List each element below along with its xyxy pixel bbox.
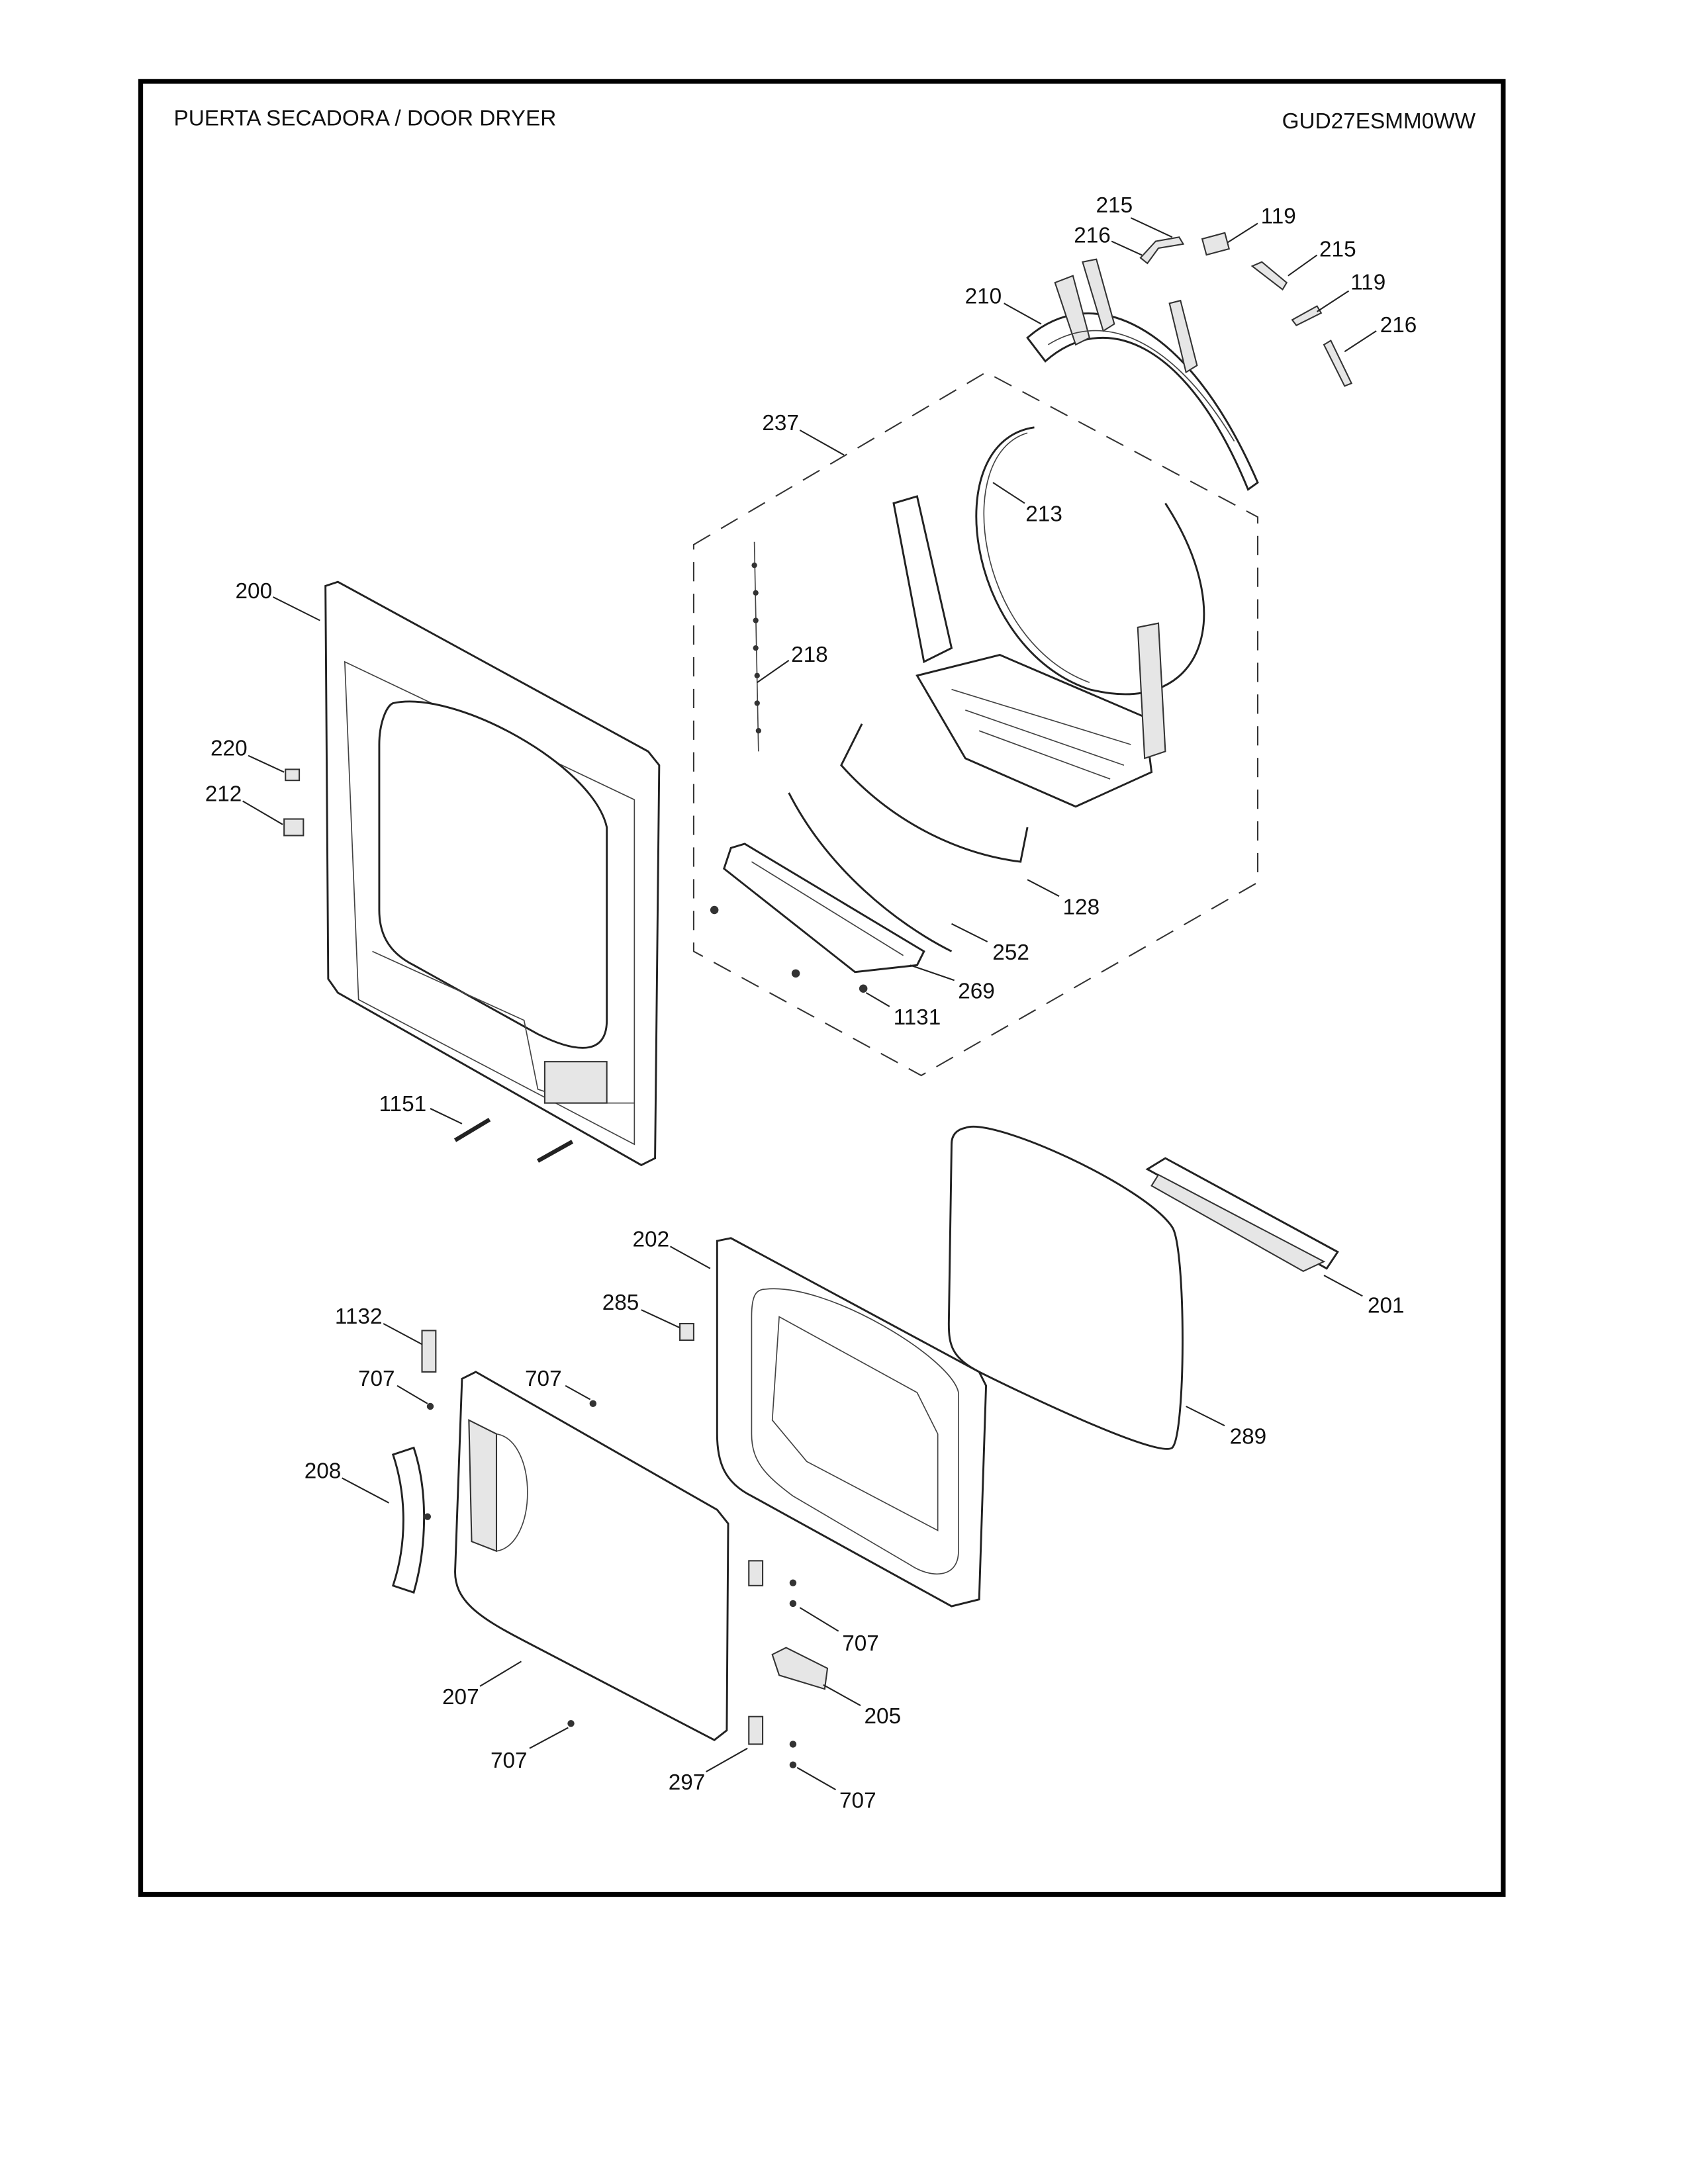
part-213-seal-ring [975,426,1205,696]
callout-215: 215 [1319,238,1356,262]
part-207-outer-door [454,1371,729,1741]
part-289-door-gasket [947,1126,1184,1450]
callout-220: 220 [211,737,248,761]
diagram-frame [138,79,1506,1897]
part-1132-label [421,1330,437,1373]
part-128-wire-bracket [840,723,1029,863]
parts-297-hinges [748,1560,764,1745]
callout-216: 216 [1380,313,1417,338]
callout-202: 202 [633,1227,670,1251]
callout-1151: 1151 [379,1092,426,1116]
callout-213: 213 [1025,502,1062,527]
callout-labels: 215 216 119 215 119 216 210 237 213 200 … [205,193,1417,1813]
callout-1132: 1132 [335,1304,383,1329]
part-218-assembly-frame [892,495,1166,808]
callout-128: 128 [1063,895,1100,919]
model-number: GUD27ESMM0WW [1282,109,1476,134]
callout-289: 289 [1230,1424,1267,1449]
part-215-216-119-clips [1139,232,1353,387]
callout-119: 119 [1350,270,1385,295]
callout-205: 205 [865,1704,902,1729]
callout-707: 707 [358,1367,395,1391]
callout-201: 201 [1368,1293,1405,1318]
callout-215: 215 [1096,193,1133,218]
callout-216: 216 [1074,224,1111,248]
part-218-sensor-strip [751,541,761,752]
callout-252: 252 [992,940,1029,965]
callout-285: 285 [602,1291,639,1315]
part-202-inner-door [716,1237,988,1608]
part-200-front-panel [324,580,661,1167]
part-269-filter-grille [723,842,925,974]
callout-210: 210 [965,284,1002,308]
callout-1131: 1131 [894,1005,941,1030]
callout-707: 707 [842,1631,879,1656]
parts-220-212-switches [283,768,305,837]
part-252-strip [788,792,953,952]
callout-237: 237 [762,411,799,435]
part-205-block [771,1647,829,1690]
callout-707: 707 [839,1788,876,1813]
part-201-lint-filter [1145,1157,1339,1273]
assembly-237-outline [692,371,1259,1077]
callout-212: 212 [205,782,242,806]
callout-707: 707 [525,1367,562,1391]
callout-200: 200 [236,579,273,604]
callout-208: 208 [305,1459,342,1483]
callout-269: 269 [958,979,995,1003]
callout-218: 218 [791,643,828,667]
part-285-latch [679,1322,694,1342]
leader-lines [242,217,1377,1791]
callout-297: 297 [669,1770,706,1795]
callout-707: 707 [491,1749,528,1773]
part-210-top-frame [1026,258,1259,491]
screws-707 [424,1400,797,1768]
diagram-title: PUERTA SECADORA / DOOR DRYER [174,107,557,131]
callout-119: 119 [1261,205,1296,229]
part-208-handle [391,1446,426,1594]
callout-207: 207 [442,1685,479,1709]
screws-1131 [710,905,868,993]
screws-1151 [453,1117,574,1163]
